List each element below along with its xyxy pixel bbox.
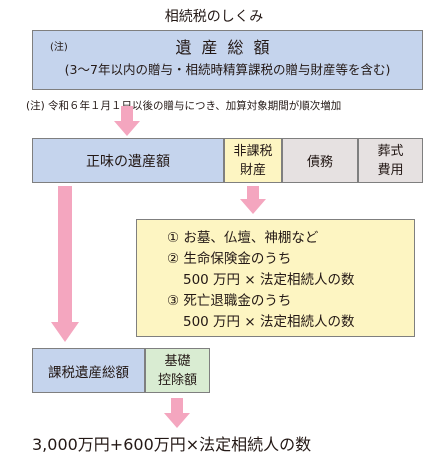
list-item-retirement-detail: 500 万円 × 法定相続人の数 bbox=[183, 314, 355, 330]
diagram-title: 相続税のしくみ bbox=[164, 9, 264, 25]
funeral-label-line2: 費用 bbox=[377, 162, 404, 178]
taxable-estate-total-box: 課税遺産総額 bbox=[32, 348, 145, 393]
debt-box: 債務 bbox=[282, 138, 358, 183]
gross-estate-note-tag: (注) bbox=[50, 42, 68, 53]
funeral-label-line1: 葬式 bbox=[377, 143, 404, 159]
basic-deduction-formula: 3,000万円+600万円×法定相続人の数 bbox=[32, 435, 312, 454]
non-taxable-items-list: ① お墓、仏壇、神棚など ② 生命保険金のうち 500 万円 × 法定相続人の数… bbox=[136, 219, 415, 337]
footnote: (注) 令和６年１月１日以後の贈与につき、加算対象期間が順次増加 bbox=[26, 100, 342, 112]
funeral-expenses-box: 葬式 費用 bbox=[358, 138, 423, 183]
down-arrow-non-taxable bbox=[240, 186, 266, 214]
list-item-retirement: ③ 死亡退職金のうち bbox=[167, 293, 292, 309]
non-taxable-box: 非課税 財産 bbox=[224, 138, 282, 183]
basic-deduction-box: 基礎 控除額 bbox=[145, 348, 210, 393]
list-item-life-insurance: ② 生命保険金のうち bbox=[167, 251, 292, 267]
list-item-grave: ① お墓、仏壇、神棚など bbox=[167, 230, 319, 246]
basic-deduction-label-line2: 控除額 bbox=[157, 372, 197, 388]
non-taxable-label-line2: 財産 bbox=[239, 162, 266, 178]
net-estate-box: 正味の遺産額 bbox=[32, 138, 224, 183]
net-estate-label: 正味の遺産額 bbox=[86, 153, 170, 170]
list-item-life-insurance-detail: 500 万円 × 法定相続人の数 bbox=[183, 272, 355, 288]
gross-estate-subtext: (3〜7年以内の贈与・相続時精算課税の贈与財産等を含む) bbox=[64, 62, 391, 77]
gross-estate-box bbox=[32, 30, 423, 90]
down-arrow-deduction bbox=[164, 398, 190, 428]
basic-deduction-label-line1: 基礎 bbox=[164, 353, 191, 369]
non-taxable-label-line1: 非課税 bbox=[233, 143, 273, 159]
down-arrow-estate bbox=[114, 106, 140, 136]
down-arrow-net-estate bbox=[51, 186, 79, 342]
taxable-estate-total-label: 課税遺産総額 bbox=[48, 364, 129, 381]
gross-estate-heading: 遺産総額 bbox=[175, 38, 280, 57]
debt-label: 債務 bbox=[306, 155, 333, 170]
